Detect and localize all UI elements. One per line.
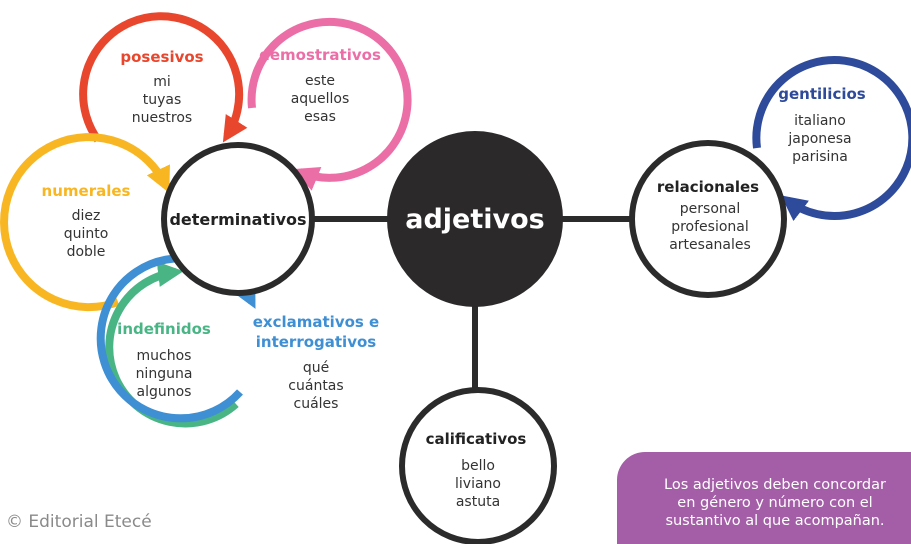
gentilicios-title: gentilicios [778, 85, 866, 103]
adjetivos-node [387, 131, 563, 307]
numerales-example: doble [67, 244, 106, 260]
numerales-arrow [0, 133, 170, 312]
demostrativos-example: este [305, 73, 335, 89]
indefinidos-group: indefinidos muchos ninguna algunos [117, 320, 211, 400]
posesivos-example: mi [153, 74, 171, 90]
indefinidos-example: muchos [137, 348, 192, 364]
note-line: Los adjetivos deben concordar [664, 477, 886, 493]
exclamativos-title: interrogativos [256, 333, 377, 351]
numerales-group: numerales diez quinto doble [42, 182, 131, 260]
relacionales-label: relacionales [657, 178, 759, 196]
exclamativos-example: cuántas [288, 378, 343, 394]
exclamativos-example: qué [303, 360, 329, 376]
demostrativos-group: demostrativos este aquellos esas [259, 46, 381, 125]
copyright-credit: © Editorial Etecé [6, 512, 152, 532]
calificativos-label: calificativos [426, 430, 527, 448]
determinativos-node [161, 142, 315, 296]
demostrativos-example: aquellos [291, 91, 350, 107]
relacionales-example: profesional [671, 219, 749, 235]
calificativos-text: calificativos bello liviano astuta [426, 430, 527, 510]
agreement-note: Los adjetivos deben concordar en género … [617, 452, 911, 544]
indefinidos-example: ninguna [136, 366, 193, 382]
demostrativos-example: esas [304, 109, 336, 125]
gentilicios-group: gentilicios italiano japonesa parisina [778, 85, 866, 165]
determinativos-label: determinativos [169, 210, 306, 229]
relacionales-example: personal [680, 201, 740, 217]
connectors [312, 216, 632, 388]
adjetivos-label: adjetivos [405, 204, 545, 235]
posesivos-example: nuestros [132, 110, 192, 126]
indefinidos-title: indefinidos [117, 320, 211, 338]
exclamativos-title: exclamativos e [253, 313, 379, 331]
calificativos-node [399, 387, 557, 544]
numerales-example: quinto [64, 226, 109, 242]
relacionales-example: artesanales [669, 237, 751, 253]
calificativos-example: astuta [456, 494, 500, 510]
indefinidos-example: algunos [137, 384, 192, 400]
exclamativos-example: cuáles [294, 396, 339, 412]
note-line: sustantivo al que acompañan. [665, 513, 885, 529]
posesivos-group: posesivos mi tuyas nuestros [120, 48, 203, 126]
posesivos-title: posesivos [120, 48, 203, 66]
gentilicios-example: italiano [794, 113, 846, 129]
gentilicios-arrow [752, 56, 911, 222]
exclamativos-group: exclamativos e interrogativos qué cuánta… [253, 313, 379, 412]
posesivos-example: tuyas [143, 92, 182, 108]
demostrativos-title: demostrativos [259, 46, 381, 64]
gentilicios-example: japonesa [787, 131, 851, 147]
relacionales-text: relacionales personal profesional artesa… [657, 178, 759, 253]
note-line: en género y número con el [677, 495, 873, 511]
relacionales-node [629, 140, 787, 298]
numerales-title: numerales [42, 182, 131, 200]
demostrativos-arrow [247, 17, 412, 191]
arrow-arcs [0, 12, 911, 428]
calificativos-example: liviano [455, 476, 501, 492]
calificativos-example: bello [461, 458, 495, 474]
gentilicios-example: parisina [792, 149, 848, 165]
posesivos-arrow [79, 12, 248, 143]
numerales-example: diez [72, 208, 101, 224]
